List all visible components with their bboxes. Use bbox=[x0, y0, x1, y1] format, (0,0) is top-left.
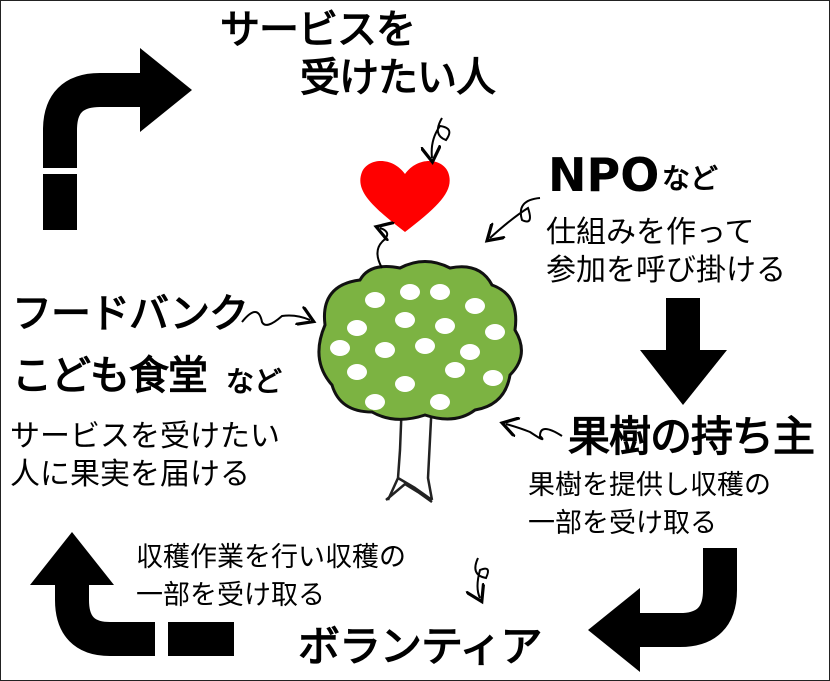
curved-arrow-icon bbox=[377, 228, 387, 269]
volunteer-desc-line1: 収穫作業を行い収穫の bbox=[136, 542, 406, 573]
npo-title: NPO bbox=[548, 148, 660, 202]
foodbank-desc-line1: サービスを受けたい bbox=[10, 419, 280, 454]
npo-desc-line2: 参加を呼び掛ける bbox=[546, 253, 786, 288]
foodbank-suffix: など bbox=[226, 365, 283, 398]
service-recipients-line1: サービスを bbox=[220, 7, 416, 53]
volunteer-desc-line2: 一部を受け取る bbox=[136, 580, 325, 611]
heart-icon bbox=[360, 161, 450, 232]
cycle-arrow-bottom-left bbox=[30, 532, 234, 656]
tree-owner-title: 果樹の持ち主 bbox=[568, 412, 815, 461]
cycle-arrow-top-left bbox=[40, 48, 192, 230]
npo-desc-line1: 仕組みを作って bbox=[546, 215, 755, 250]
service-recipients-line2: 受けたい人 bbox=[300, 55, 496, 101]
curved-arrow-icon bbox=[490, 197, 541, 238]
curved-arrow-icon bbox=[475, 557, 489, 598]
fruit-tree-icon bbox=[317, 260, 523, 504]
tree-owner-desc-line1: 果樹を提供し収穫の bbox=[528, 470, 771, 501]
curved-arrow-icon bbox=[241, 312, 310, 325]
cycle-arrow-right bbox=[640, 298, 727, 405]
foodbank-line2: こども食堂 bbox=[12, 353, 208, 399]
foodbank-desc-line2: 人に果実を届ける bbox=[10, 457, 250, 492]
cycle-arrow-bottom-right bbox=[588, 548, 737, 672]
curved-arrow-icon bbox=[432, 117, 451, 158]
foodbank-line1: フードバンク bbox=[12, 291, 249, 337]
npo-title-suffix: など bbox=[662, 162, 719, 195]
tree-owner-desc-line2: 一部を受け取る bbox=[528, 508, 717, 539]
curved-arrow-icon bbox=[506, 424, 563, 441]
volunteer-title: ボランティア bbox=[298, 622, 542, 671]
